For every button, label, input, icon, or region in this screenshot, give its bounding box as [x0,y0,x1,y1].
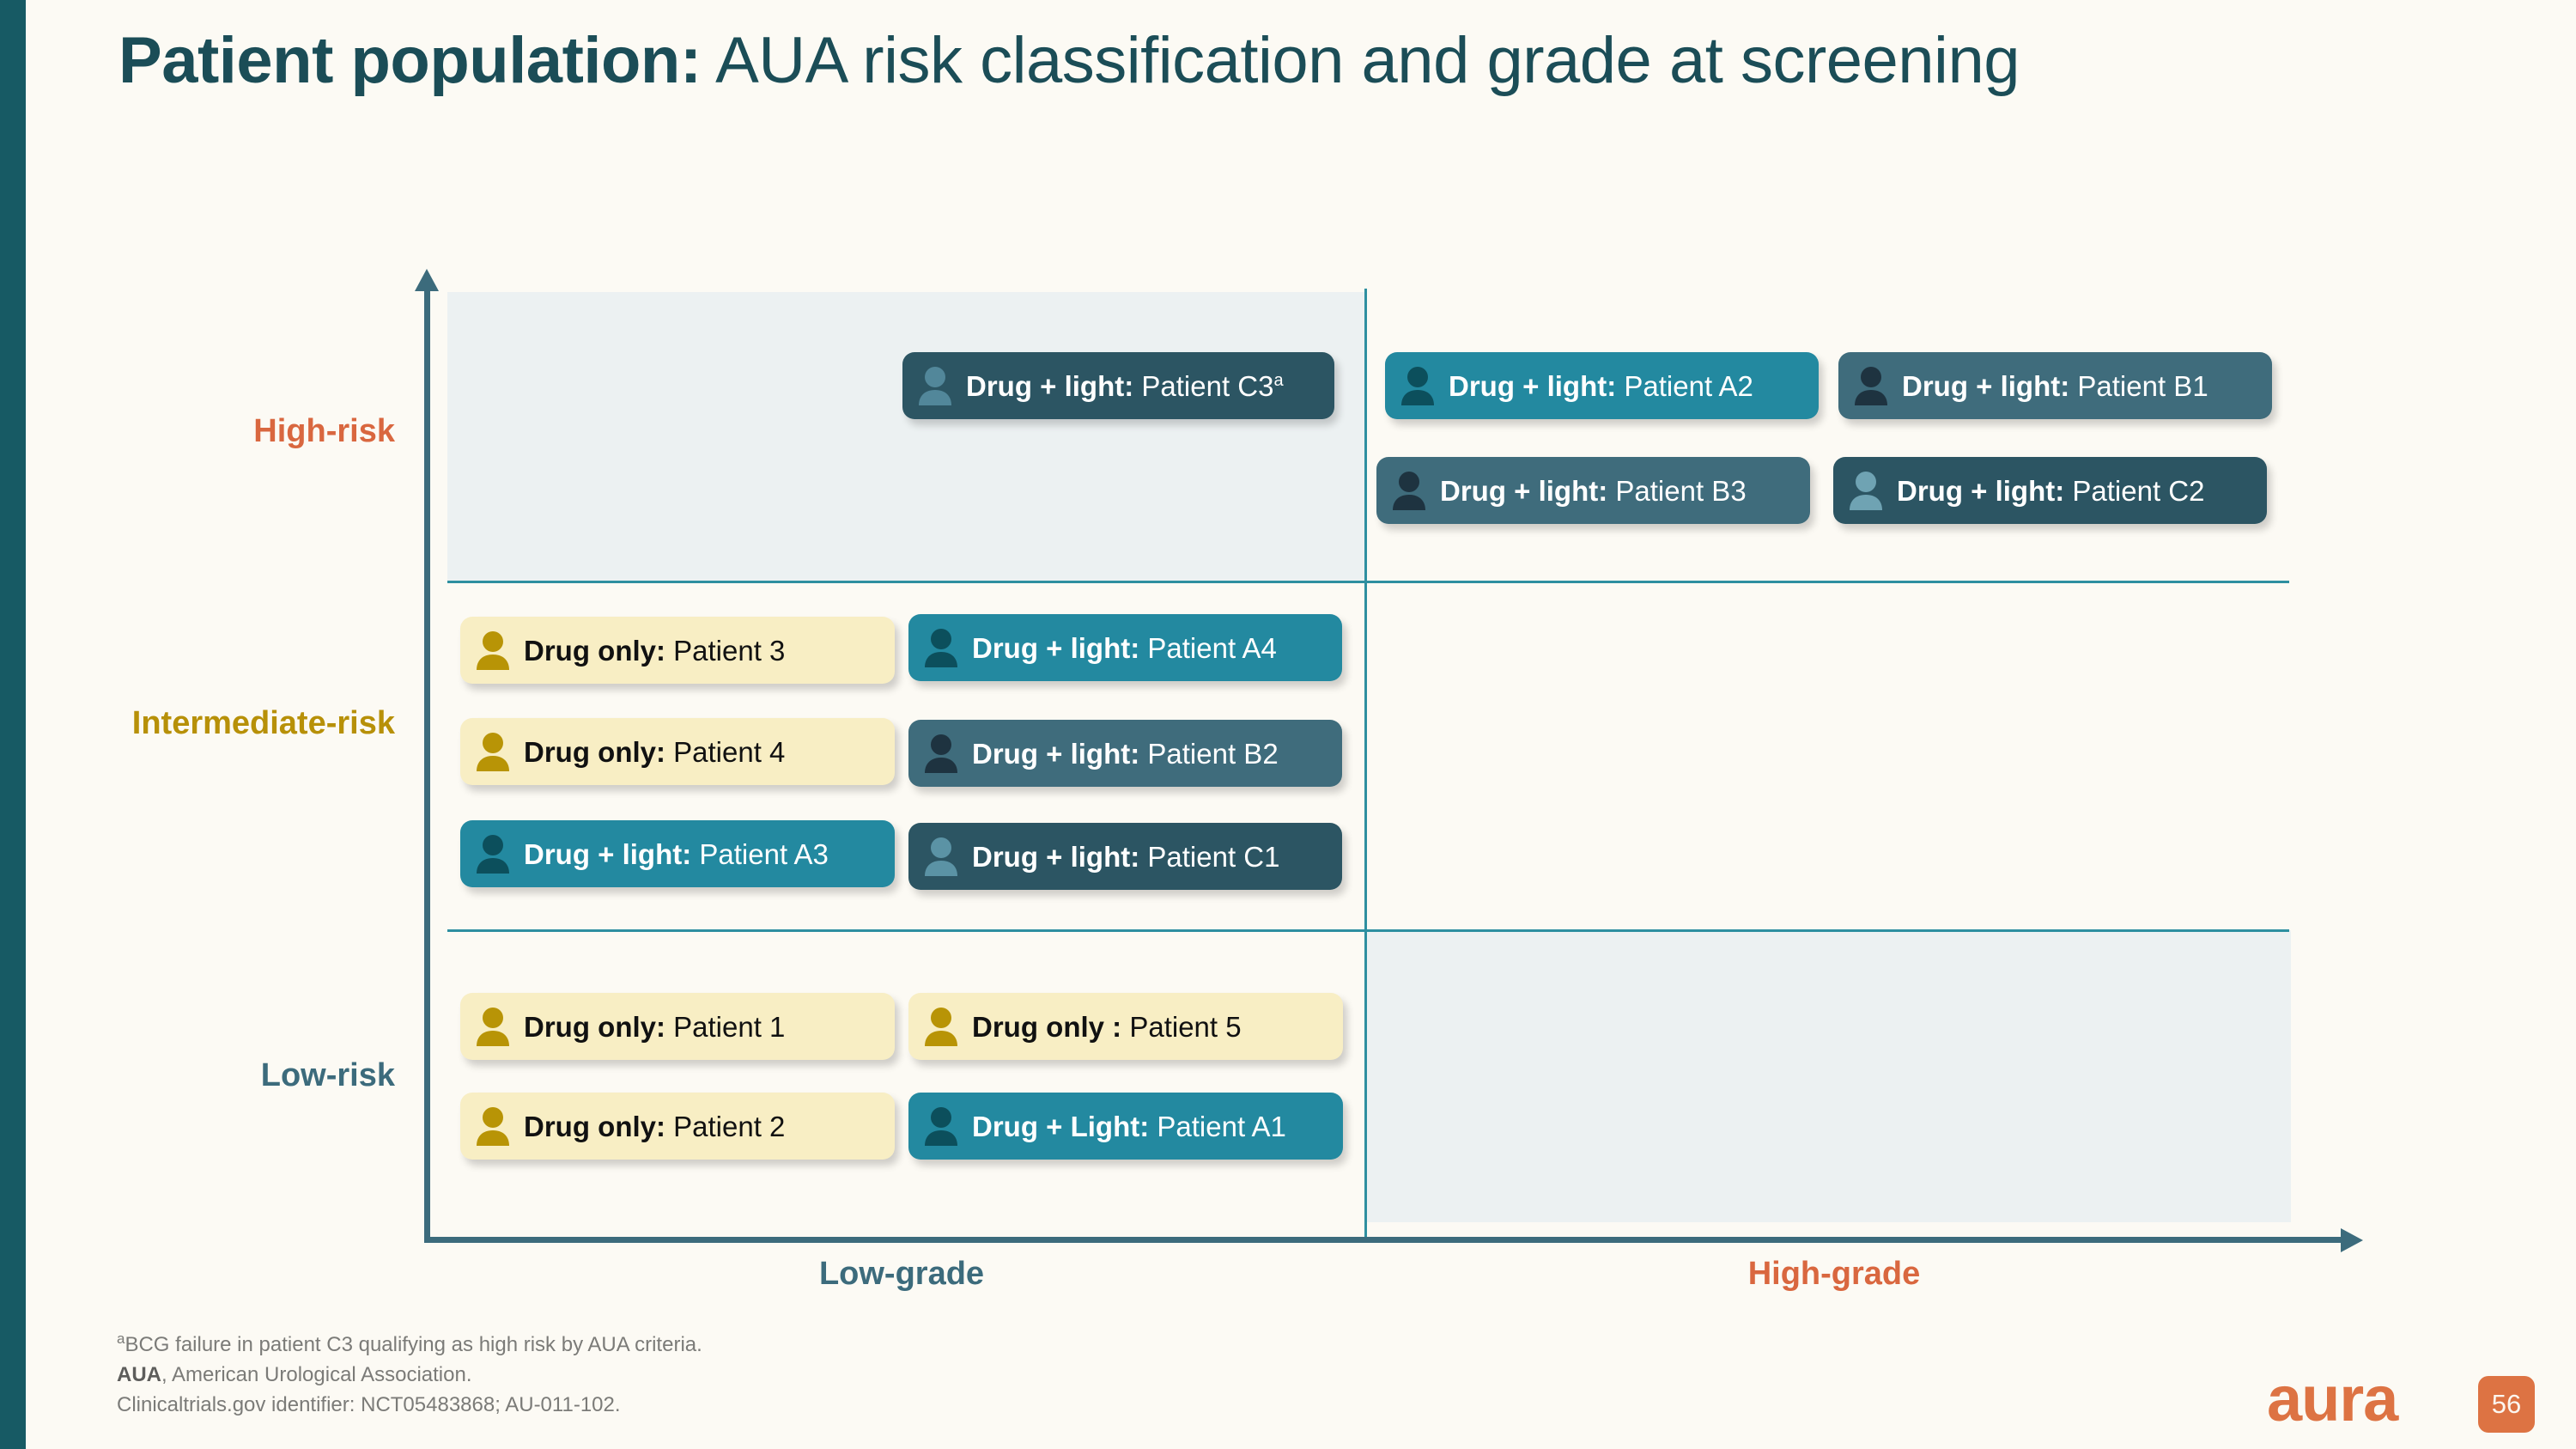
patient-card-b3[interactable]: Drug + light: Patient B3 [1376,457,1810,524]
footnote-line-1: aBCG failure in patient C3 qualifying as… [117,1330,702,1356]
patient-card-label: Drug only: Patient 2 [524,1110,786,1142]
person-icon [477,1107,509,1146]
page-title-bold: Patient population: [118,24,702,97]
patient-card-a1[interactable]: Drug + Light: Patient A1 [908,1093,1343,1160]
patient-card-label: Drug + light: Patient A4 [972,631,1277,664]
patient-card-p4[interactable]: Drug only: Patient 4 [460,718,895,785]
patient-card-label: Drug only: Patient 3 [524,634,786,667]
person-icon [1850,472,1882,510]
patient-card-label: Drug + light: Patient B1 [1902,369,2208,402]
y-axis-label-high-risk: High-risk [253,413,395,449]
person-icon [1393,472,1425,510]
person-icon [477,1008,509,1046]
grid-line-vertical [1364,289,1367,1237]
patient-card-label: Drug + light: Patient B2 [972,737,1279,770]
patient-card-label: Drug + light: Patient A3 [524,837,829,870]
patient-card-label: Drug only : Patient 5 [972,1010,1242,1043]
patient-card-p3[interactable]: Drug only: Patient 3 [460,617,895,684]
patient-card-c3[interactable]: Drug + light: Patient C3a [902,352,1334,419]
x-axis-label-low-grade: Low-grade [818,1256,985,1292]
patient-card-c1[interactable]: Drug + light: Patient C1 [908,823,1342,890]
shaded-quadrant-highrisk-lowgrade [447,292,1367,581]
person-icon [477,733,509,771]
aura-logo: aura [2267,1363,2398,1434]
footnote-line-3: Clinicaltrials.gov identifier: NCT054838… [117,1392,621,1416]
footnotes: aBCG failure in patient C3 qualifying as… [117,1329,702,1420]
shaded-quadrant-lowrisk-highgrade [1367,930,2291,1222]
patient-card-label: Drug + light: Patient C3a [966,369,1284,402]
patient-card-label: Drug + light: Patient A2 [1449,369,1753,402]
y-axis-label-intermediate-risk: Intermediate-risk [131,705,395,741]
patient-card-label: Drug + light: Patient C1 [972,840,1280,873]
person-icon [925,837,957,876]
person-icon [1855,367,1887,405]
y-axis-label-low-risk: Low-risk [260,1057,395,1093]
patient-card-b2[interactable]: Drug + light: Patient B2 [908,720,1342,787]
patient-card-label: Drug only: Patient 1 [524,1010,786,1043]
patient-card-a3[interactable]: Drug + light: Patient A3 [460,820,895,887]
page-title-rest: AUA risk classification and grade at scr… [701,24,2020,97]
patient-card-b1[interactable]: Drug + light: Patient B1 [1838,352,2272,419]
y-axis-arrow-icon [415,269,439,291]
patient-card-label: Drug + Light: Patient A1 [972,1110,1286,1142]
page-title: Patient population: AUA risk classificat… [118,24,2351,97]
person-icon [925,1008,957,1046]
patient-card-p5[interactable]: Drug only : Patient 5 [908,993,1343,1060]
patient-card-label: Drug + light: Patient C2 [1897,474,2205,507]
person-icon [477,835,509,874]
person-icon [925,1107,957,1146]
left-accent-bar [0,0,26,1449]
person-icon [477,631,509,670]
patient-card-c2[interactable]: Drug + light: Patient C2 [1833,457,2267,524]
x-axis-arrow-icon [2341,1228,2363,1252]
patient-card-p1[interactable]: Drug only: Patient 1 [460,993,895,1060]
person-icon [1401,367,1434,405]
person-icon [925,629,957,667]
patient-card-label: Drug only: Patient 4 [524,735,786,768]
person-icon [919,367,951,405]
x-axis-label-high-grade: High-grade [1747,1256,1921,1292]
footnote-line-2: AUA, American Urological Association. [117,1362,472,1386]
patient-card-a2[interactable]: Drug + light: Patient A2 [1385,352,1819,419]
x-axis-line [424,1237,2348,1243]
page-number-badge: 56 [2478,1376,2535,1433]
patient-card-label: Drug + light: Patient B3 [1440,474,1747,507]
person-icon [925,734,957,773]
patient-card-p2[interactable]: Drug only: Patient 2 [460,1093,895,1160]
y-axis-line [424,287,430,1242]
patient-card-a4[interactable]: Drug + light: Patient A4 [908,614,1342,681]
grid-line-horizontal-upper [447,581,2289,583]
grid-line-horizontal-lower [447,929,2289,932]
